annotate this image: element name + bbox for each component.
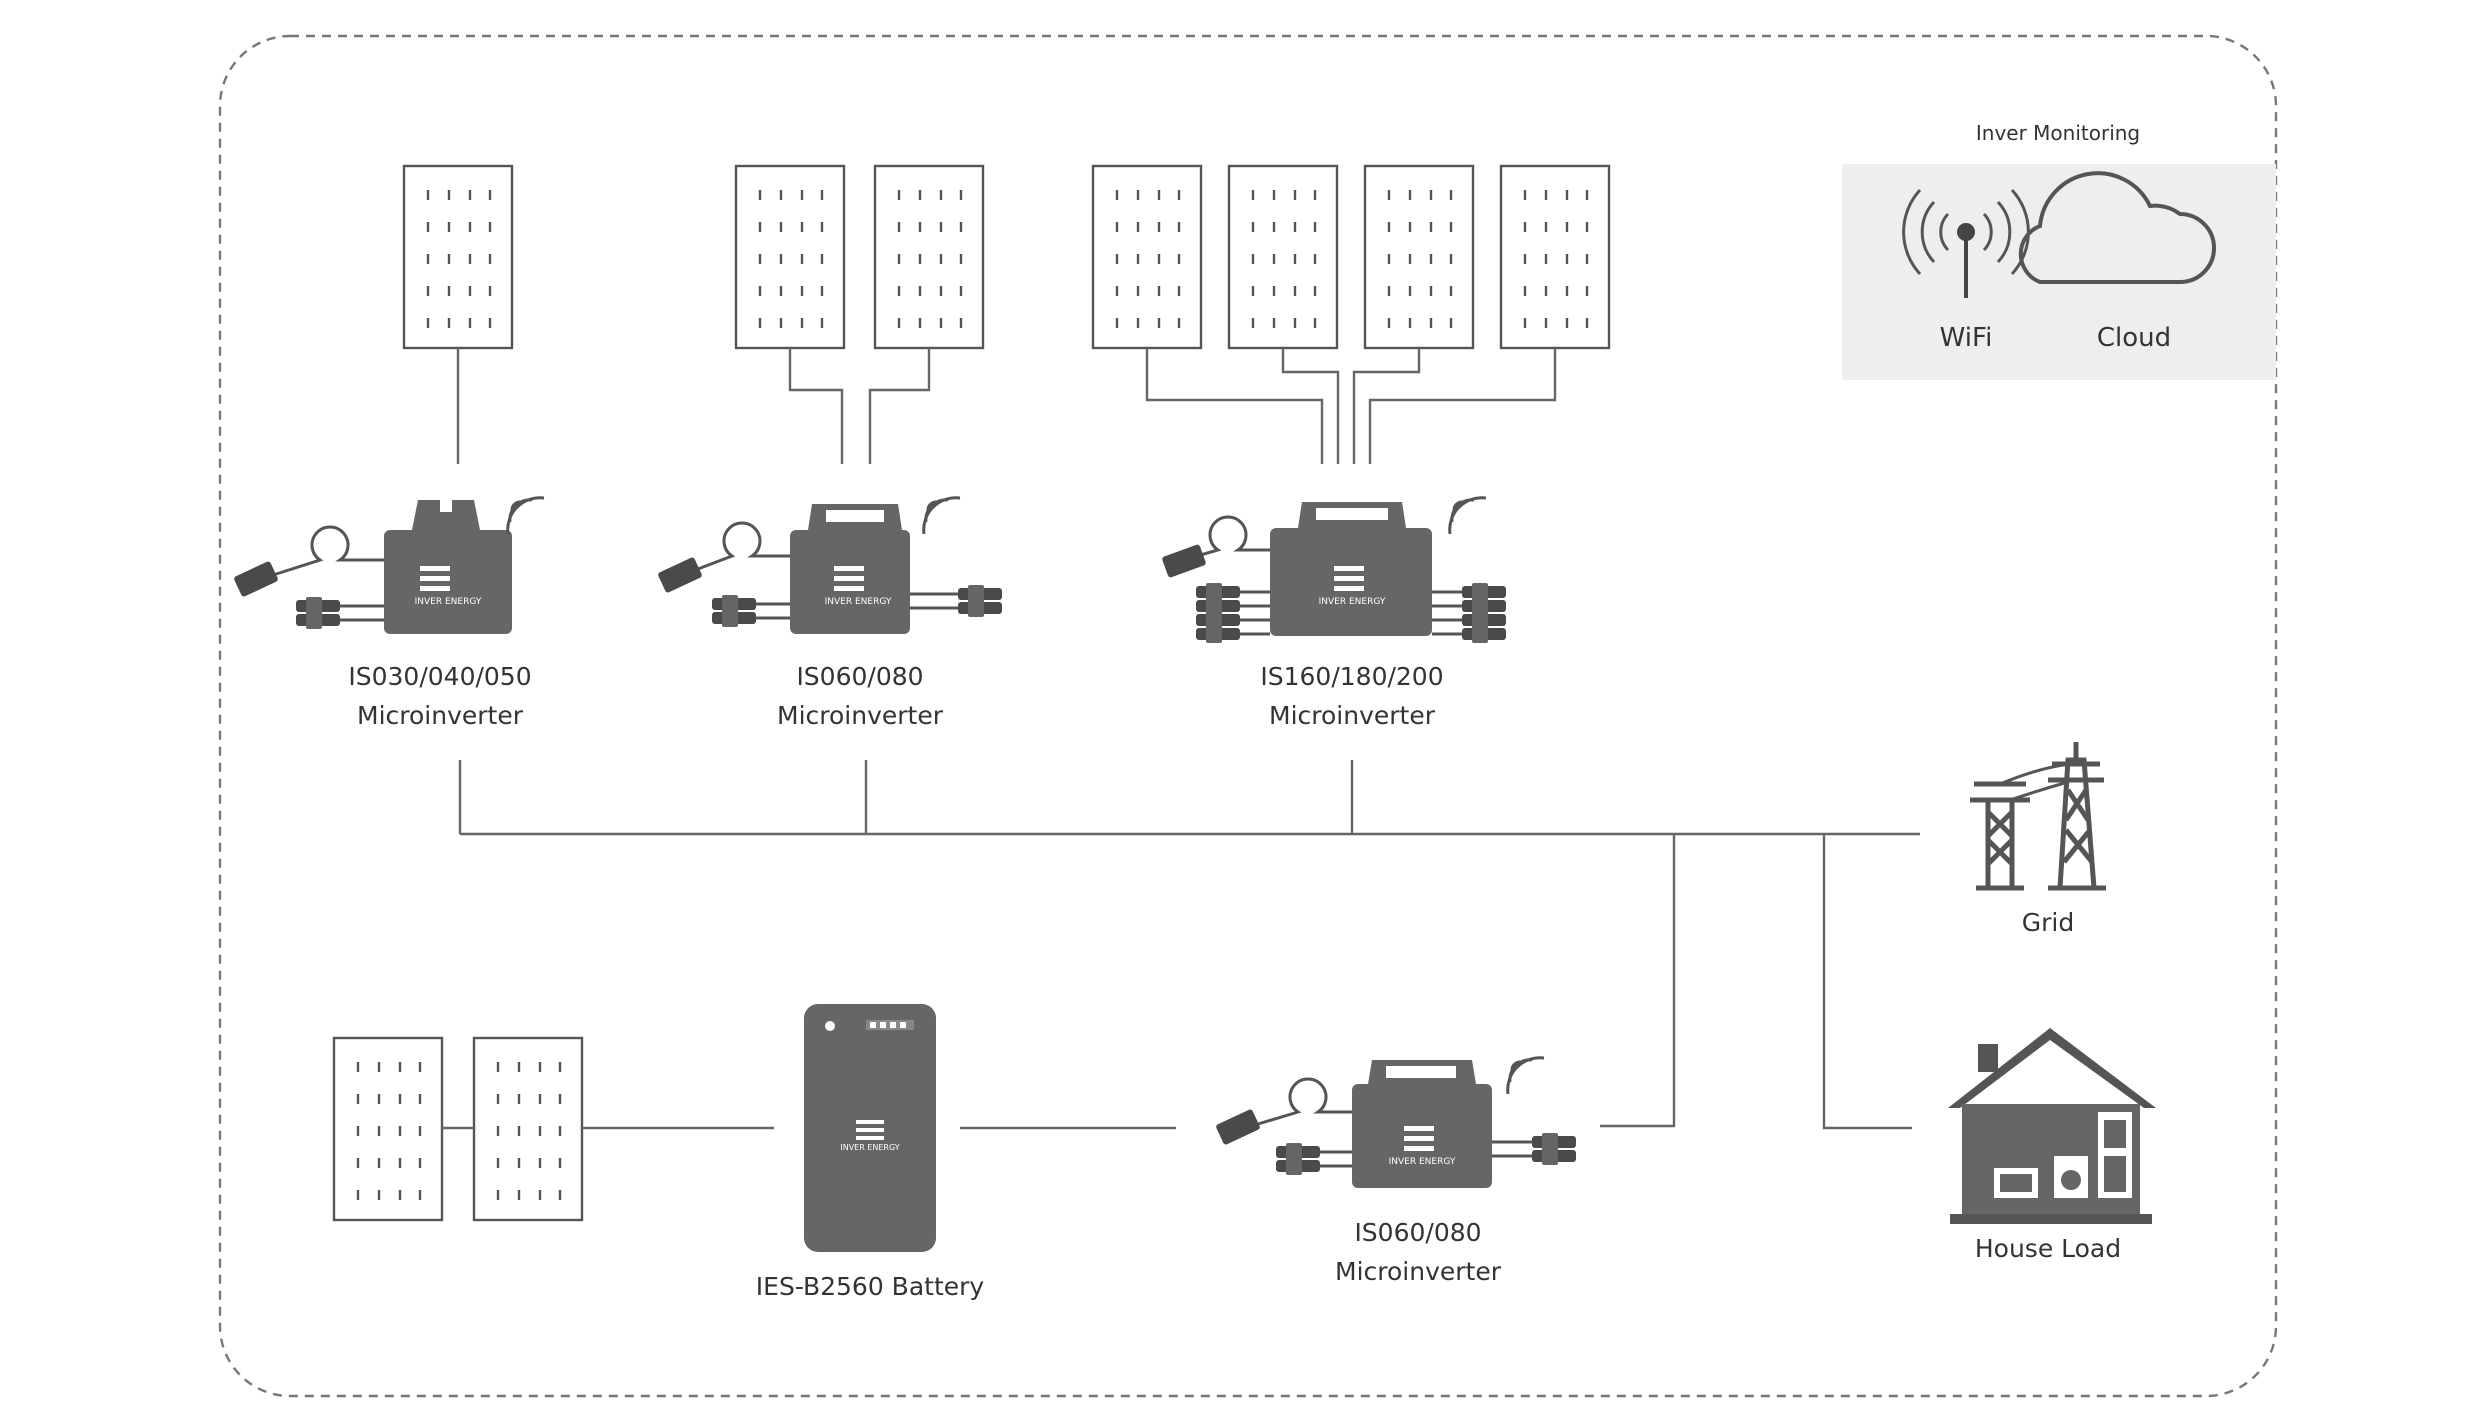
wifi-label: WiFi (1939, 323, 1993, 353)
inverter-4-type: Microinverter (1335, 1256, 1501, 1286)
solar-panel (734, 164, 846, 350)
microinverter-storage: INVER ENERGY (1216, 1056, 1576, 1188)
brand-text: INVER ENERGY (1389, 1157, 1456, 1167)
solar-panel (332, 1036, 444, 1222)
battery-icon: INVER ENERGY (804, 1004, 936, 1252)
microinverter-is160: INVER ENERGY (1162, 496, 1506, 643)
brand-text: INVER ENERGY (1319, 597, 1386, 607)
microinverter-is030: INVER ENERGY (234, 496, 546, 634)
inverter-2-label: IS060/080 Microinverter (680, 658, 1040, 736)
solar-panel (472, 1036, 584, 1222)
solar-panel (402, 164, 514, 350)
inverter-1-model: IS030/040/050 (348, 662, 532, 691)
dc-wiring (456, 348, 1557, 464)
system-boundary (218, 34, 2278, 1398)
house-icon (1948, 1028, 2156, 1224)
power-tower-icon (1970, 742, 2106, 891)
wifi-antenna-icon (1902, 188, 2030, 298)
brand-text: INVER ENERGY (825, 597, 892, 607)
inverter-4-label: IS060/080 Microinverter (1238, 1214, 1598, 1292)
solar-panel (1499, 164, 1611, 350)
ac-bus (458, 760, 1920, 1130)
grid-label: Grid (2021, 908, 2075, 937)
solar-panel (1091, 164, 1203, 350)
cloud-label: Cloud (2096, 323, 2172, 353)
solar-panel (1363, 164, 1475, 350)
inverter-2-type: Microinverter (777, 700, 943, 730)
solar-panel (1227, 164, 1339, 350)
inverter-1-label: IS030/040/050 Microinverter (260, 658, 620, 736)
house-load-label: House Load (1974, 1234, 2122, 1263)
microinverter-is060: INVER ENERGY (658, 496, 1002, 634)
inverter-3-label: IS160/180/200 Microinverter (1172, 658, 1532, 736)
cloud-icon (2018, 171, 2216, 284)
inverter-3-type: Microinverter (1269, 700, 1435, 730)
inverter-4-model: IS060/080 (1354, 1218, 1482, 1247)
solar-panel (873, 164, 985, 350)
brand-text: INVER ENERGY (415, 597, 482, 607)
inverter-1-type: Microinverter (357, 700, 523, 730)
battery-label: IES-B2560 Battery (755, 1272, 985, 1301)
monitoring-title: Inver Monitoring (1975, 121, 2141, 145)
inverter-3-model: IS160/180/200 (1260, 662, 1444, 691)
inverter-2-model: IS060/080 (796, 662, 924, 691)
brand-text: INVER ENERGY (840, 1143, 899, 1152)
